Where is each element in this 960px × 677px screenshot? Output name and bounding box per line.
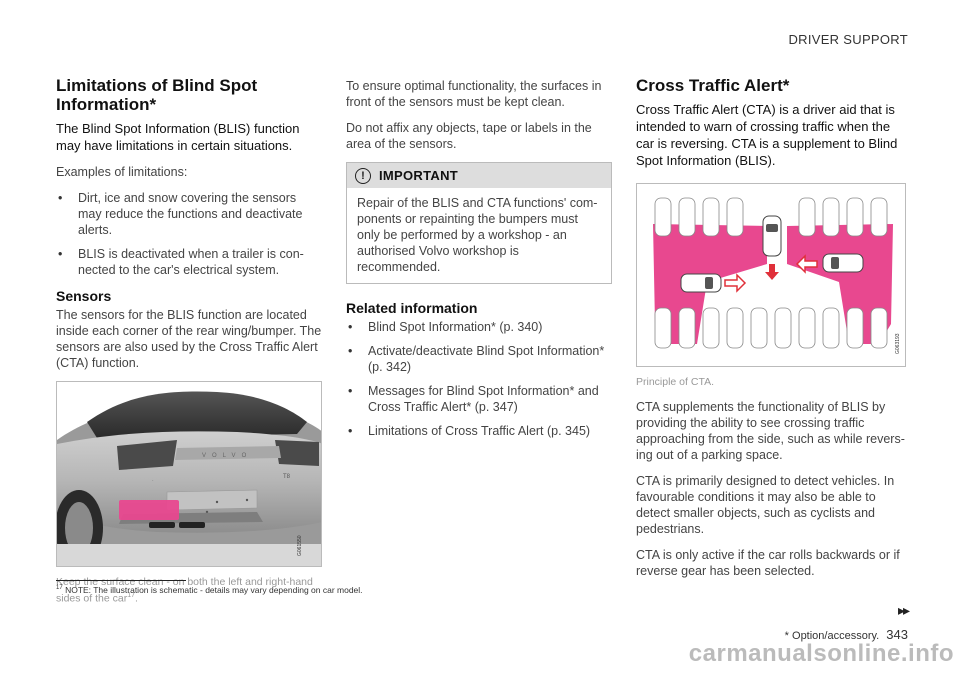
lead-paragraph: The Blind Spot Information (BLIS) functi… (56, 121, 300, 153)
figure-code: G063193 (895, 333, 901, 354)
reversing-car (762, 215, 782, 257)
important-box: ! IMPORTANT Repair of the BLIS and CTA f… (346, 162, 612, 284)
footnote-text: NOTE: The illustration is schematic - de… (65, 585, 363, 595)
paragraph: CTA is only active if the car rolls back… (636, 548, 900, 578)
exclamation-icon: ! (355, 167, 371, 184)
page-footer: * Option/accessory. 343 (785, 627, 908, 642)
column-left: Limitations of Blind Spot Information* T… (56, 76, 322, 606)
section-title-blis-limitations: Limitations of Blind Spot Information* (56, 76, 258, 114)
crossing-car-left (680, 273, 722, 293)
car-model-badge: T8 (283, 474, 291, 480)
important-title: IMPORTANT (379, 168, 459, 183)
list-item: Dirt, ice and snow covering the sensors … (56, 190, 322, 238)
cta-diagram-svg: G063193 (637, 184, 905, 366)
column-right: Cross Traffic Alert* Cross Traffic Alert… (636, 76, 906, 589)
car-brand-text: VOLVO (202, 453, 252, 459)
car-rear-svg: VOLVO · T8 G061550 (57, 382, 321, 566)
paragraph: To ensure optimal functionality, the sur… (346, 79, 602, 109)
footnote-number: 17 (56, 585, 63, 592)
svg-text:·: · (152, 478, 154, 484)
sensors-heading: Sensors (56, 288, 112, 304)
figure-code: G061550 (297, 535, 303, 556)
related-link[interactable]: Limitations of Cross Traffic Alert (p. 3… (346, 423, 612, 439)
related-heading: Related information (346, 300, 478, 316)
related-link[interactable]: Messages for Blind Spot Information* and… (346, 383, 612, 415)
sensors-paragraph: The sensors for the BLIS function are lo… (56, 308, 322, 370)
related-list: Blind Spot Information* (p. 340) Activat… (346, 319, 612, 439)
section-header: DRIVER SUPPORT (788, 32, 908, 47)
option-note: * Option/accessory. (784, 630, 880, 642)
figure-caption: Keep the surface clean - on both the lef… (56, 576, 313, 605)
arrow-down-icon (765, 264, 779, 280)
arrow-left-icon (795, 254, 818, 274)
column-middle: To ensure optimal functionality, the sur… (346, 78, 612, 449)
footnote-ref[interactable]: 17 (127, 592, 135, 599)
watermark-text: carmanualsonline.info (688, 640, 954, 667)
sensor-area-highlight (119, 500, 179, 520)
related-link[interactable]: Blind Spot Information* (p. 340) (346, 319, 612, 335)
paragraph: CTA supplements the functionality of BLI… (636, 400, 905, 462)
cta-diagram: G063193 (636, 183, 906, 367)
arrow-right-icon (724, 273, 747, 293)
lead-paragraph: Cross Traffic Alert (CTA) is a driver ai… (636, 102, 898, 168)
important-header: ! IMPORTANT (347, 163, 611, 188)
examples-label: Examples of limitations: (56, 165, 188, 179)
car-rear-illustration: VOLVO · T8 G061550 (56, 381, 322, 567)
paragraph: CTA is primarily designed to detect vehi… (636, 474, 895, 536)
next-page-arrows-icon[interactable]: ▸▸ (897, 602, 910, 618)
limitations-list: Dirt, ice and snow covering the sensors … (56, 190, 322, 278)
page-number: 343 (886, 627, 908, 642)
footnote-divider (56, 580, 186, 581)
section-title-cta: Cross Traffic Alert* (636, 76, 790, 95)
paragraph: Do not affix any objects, tape or labels… (346, 121, 592, 151)
important-text: Repair of the BLIS and CTA functions' co… (357, 196, 598, 274)
crossing-car-right (822, 253, 864, 273)
footnote: 17 NOTE: The illustration is schematic -… (56, 585, 363, 595)
related-link[interactable]: Activate/deactivate Blind Spot Informati… (346, 343, 612, 375)
list-item: BLIS is deactivated when a trailer is co… (56, 246, 322, 278)
figure-caption: Principle of CTA. (636, 376, 714, 388)
